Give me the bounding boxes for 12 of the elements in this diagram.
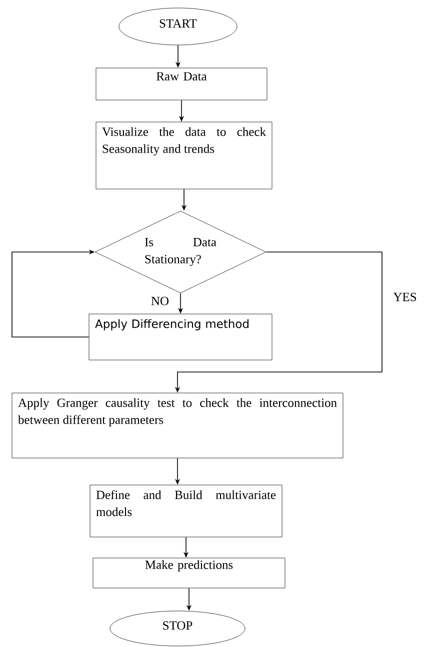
stop-oval: STOP <box>110 610 246 646</box>
process-box: Define and Build multivariate models <box>90 484 282 538</box>
decision-diamond <box>94 210 266 294</box>
node-label: Is Data Stationary? <box>144 238 216 266</box>
edge-label: NO <box>150 296 170 306</box>
process-box: Raw Data <box>96 68 268 100</box>
process-box: Apply Differencing method <box>88 314 272 360</box>
process-box: Make predictions <box>92 558 286 588</box>
start-oval: START <box>118 8 238 46</box>
process-box: Apply Granger causality test to check the interconnection between different parameters <box>12 392 344 458</box>
edge-label: YES <box>392 292 418 302</box>
process-box: Visualize the data to check Seasonality and trends <box>96 122 272 190</box>
